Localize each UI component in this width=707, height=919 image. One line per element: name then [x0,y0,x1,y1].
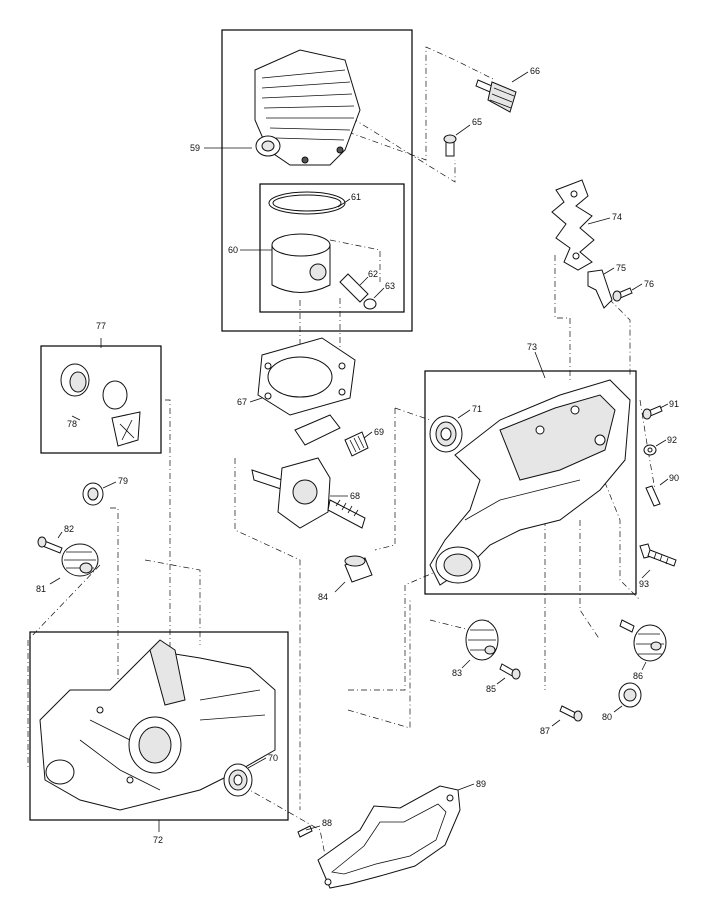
callout-88: 88 [322,818,332,828]
crankcase-right-group-box [424,370,637,595]
callout-79: 79 [118,476,128,486]
callout-84: 84 [318,592,328,602]
bushing-part-84 [344,555,373,583]
callout-83: 83 [452,668,462,678]
callout-62: 62 [368,269,378,279]
callout-73: 73 [527,342,537,352]
callout-61: 61 [351,192,361,202]
callout-63: 63 [385,281,395,291]
crankshaft-part [251,414,366,529]
callout-69: 69 [374,427,384,437]
screw-part-91 [642,405,663,420]
needle-bearing-part [344,431,369,457]
callout-78: 78 [67,419,77,429]
seal-part-80 [618,682,642,708]
left-crankcase-part [39,639,276,811]
callout-72: 72 [153,835,163,845]
callout-77: 77 [96,321,106,331]
piston-pin-part [339,273,369,303]
right-crankcase-part [429,379,631,586]
bearing-part-71 [429,415,463,453]
callout-70: 70 [268,753,278,763]
callout-80: 80 [602,712,612,722]
spike-bumper-part [551,179,595,271]
pin-part-90 [645,485,661,507]
decompression-valve-part [475,79,517,113]
bracket-part-75 [587,269,613,309]
callout-74: 74 [612,212,622,222]
callout-67: 67 [237,397,247,407]
damper-part-83 [465,619,499,661]
callout-91: 91 [669,399,679,409]
circlip-part [363,298,377,310]
washer-part-92 [643,444,657,456]
callout-93: 93 [639,579,649,589]
damper-part-86 [619,619,667,662]
callout-71: 71 [472,404,482,414]
callout-68: 68 [350,491,360,501]
callout-76: 76 [644,279,654,289]
callout-85: 85 [486,684,496,694]
screw-part-85 [499,663,521,680]
callout-87: 87 [540,726,550,736]
crankcase-gasket-part [317,785,461,889]
bolt-part-65 [443,134,457,157]
callout-86: 86 [633,671,643,681]
screw-part-82 [37,536,63,554]
stud-part-93 [639,543,677,567]
callout-75: 75 [616,263,626,273]
cylinder-gasket-part [257,337,356,416]
piston-group-box [259,183,405,313]
callout-89: 89 [476,779,486,789]
pin-part-88 [297,825,313,838]
damper-part-81 [61,543,99,577]
callout-65: 65 [472,117,482,127]
cylinder-part [254,49,361,166]
cylinder-group-box [221,29,413,332]
callout-81: 81 [36,584,46,594]
filter-part-78 [60,363,141,447]
callout-82: 82 [64,524,74,534]
screw-part-87 [559,705,583,722]
callout-90: 90 [669,473,679,483]
seal-part-79 [82,482,104,506]
callout-60: 60 [228,245,238,255]
piston-part [271,233,331,293]
bearing-part-70 [223,763,253,797]
callout-66: 66 [530,66,540,76]
piston-ring-part [268,191,346,215]
screw-part-76 [612,287,633,302]
callout-92: 92 [667,435,677,445]
filter-group-box [40,345,162,454]
callout-59: 59 [190,143,200,153]
